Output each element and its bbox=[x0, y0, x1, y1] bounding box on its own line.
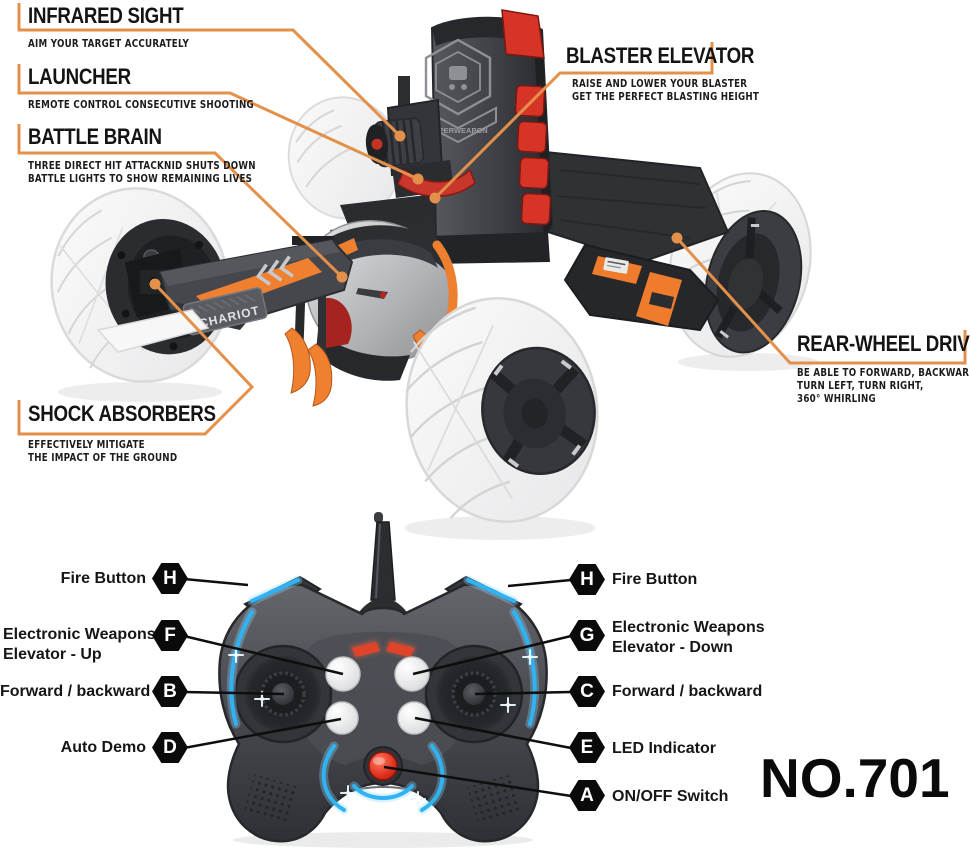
callout-infrared-sight: INFRARED SIGHT AIM YOUR TARGET ACCURATEL… bbox=[28, 3, 222, 51]
label-fire-button-left: Fire Button bbox=[0, 569, 146, 589]
rear-left-wheel bbox=[405, 297, 599, 523]
led-indicator-button bbox=[397, 701, 431, 735]
label-forward-backward-right: Forward / backward bbox=[612, 682, 832, 702]
label-text: ON/OFF Switch bbox=[612, 788, 729, 805]
label-forward-backward-left: Forward / backward bbox=[0, 682, 150, 702]
tower-decal-text: SUPERWEAPON bbox=[428, 126, 487, 135]
callout-blaster-elevator: BLASTER ELEVATOR RAISE AND LOWER YOUR BL… bbox=[566, 43, 797, 104]
label-text: LED Indicator bbox=[612, 740, 717, 757]
label-text: Elevator - Down bbox=[612, 639, 733, 656]
line-fire-right bbox=[507, 578, 572, 588]
callout-rear-wheel-drive: REAR-WHEEL DRIVE BE ABLE TO FORWARD, BAC… bbox=[797, 331, 970, 406]
feature-description: THREE DIRECT HIT ATTACKNID SHUTS DOWN bbox=[28, 160, 256, 172]
line-forward-left bbox=[183, 690, 285, 696]
feature-title: REAR-WHEEL DRIVE bbox=[797, 331, 970, 356]
rc-car-illustration: SUPERWEAPON bbox=[50, 9, 818, 540]
line-launcher bbox=[17, 64, 419, 181]
line-forward-right bbox=[474, 690, 572, 696]
line-weapons-down bbox=[412, 634, 572, 676]
label-led-indicator: LED Indicator bbox=[612, 739, 832, 759]
line-weapons-up bbox=[183, 634, 344, 676]
line-fire-left bbox=[183, 577, 249, 587]
battle-light-eye bbox=[380, 292, 386, 298]
feature-description: BATTLE LIGHTS TO SHOW REMAINING LIVES bbox=[28, 173, 253, 185]
tower-base bbox=[428, 232, 550, 264]
label-text: Elevator - Up bbox=[3, 646, 102, 663]
feature-description: 360° WHIRLING bbox=[797, 393, 876, 405]
line-battle-brain bbox=[17, 124, 344, 279]
rear-white-decal bbox=[603, 257, 629, 274]
feature-title: BLASTER ELEVATOR bbox=[566, 43, 755, 68]
label-text: Forward / backward bbox=[0, 683, 151, 700]
label-text: Fire Button bbox=[612, 571, 698, 588]
line-auto-demo bbox=[183, 717, 342, 750]
ground-shadows bbox=[58, 353, 818, 540]
label-text: Fire Button bbox=[60, 570, 146, 587]
right-joystick bbox=[424, 644, 524, 744]
feature-description: THE IMPACT OF THE GROUND bbox=[28, 452, 178, 464]
label-text: Auto Demo bbox=[60, 739, 146, 756]
power-button bbox=[363, 746, 403, 786]
label-fire-button-right: Fire Button bbox=[612, 570, 832, 590]
feature-description: RAISE AND LOWER YOUR BLASTER bbox=[572, 78, 748, 90]
label-onoff-switch: ON/OFF Switch bbox=[612, 787, 832, 807]
line-onoff-switch bbox=[383, 765, 572, 798]
front-blade bbox=[96, 309, 210, 353]
top-led bbox=[350, 640, 416, 658]
blaster-red-segments bbox=[501, 9, 552, 226]
feature-description: BE ABLE TO FORWARD, BACKWARD, bbox=[797, 367, 970, 379]
callout-shock-absorbers: SHOCK ABSORBERS EFFECTIVELY MITIGATE THE… bbox=[28, 401, 249, 465]
feature-title: SHOCK ABSORBERS bbox=[28, 401, 216, 426]
feature-callout-lines bbox=[17, 3, 967, 436]
launcher-part bbox=[397, 168, 476, 197]
label-weapons-elevator-up: Electronic Weapons Elevator - Up bbox=[0, 625, 156, 665]
label-text: Electronic Weapons bbox=[3, 626, 156, 643]
tower-emblem bbox=[419, 38, 497, 144]
label-text: Electronic Weapons bbox=[612, 619, 765, 636]
line-infrared-sight bbox=[17, 3, 402, 138]
feature-title: LAUNCHER bbox=[28, 64, 131, 89]
remote-controller-illustration bbox=[218, 512, 548, 848]
feature-description: TURN LEFT, TURN RIGHT, bbox=[797, 380, 924, 392]
feature-title: BATTLE BRAIN bbox=[28, 124, 162, 149]
label-text: Forward / backward bbox=[612, 683, 763, 700]
feature-description: AIM YOUR TARGET ACCURATELY bbox=[28, 38, 190, 50]
auto-demo-button bbox=[325, 701, 359, 735]
feature-description: REMOTE CONTROL CONSECUTIVE SHOOTING bbox=[28, 99, 254, 111]
callout-dots bbox=[149, 130, 683, 290]
feature-description: GET THE PERFECT BLASTING HEIGHT bbox=[572, 91, 760, 103]
callout-battle-brain: BATTLE BRAIN THREE DIRECT HIT ATTACKNID … bbox=[28, 124, 302, 186]
arm-chevrons bbox=[255, 255, 294, 286]
line-shock-absorbers bbox=[17, 282, 255, 436]
controller-callout-lines bbox=[183, 577, 572, 798]
weapons-down-button bbox=[394, 656, 430, 692]
label-auto-demo: Auto Demo bbox=[0, 738, 146, 758]
feature-title: INFRARED SIGHT bbox=[28, 3, 184, 28]
callout-launcher: LAUNCHER REMOTE CONTROL CONSECUTIVE SHOO… bbox=[28, 64, 300, 112]
line-rear-wheel-drive bbox=[675, 236, 967, 365]
line-blaster-elevator bbox=[433, 42, 714, 200]
model-number: NO.701 bbox=[760, 747, 950, 809]
feature-description: EFFECTIVELY MITIGATE bbox=[28, 439, 145, 451]
label-weapons-elevator-down: Electronic Weapons Elevator - Down bbox=[612, 618, 832, 658]
rear-deck bbox=[543, 150, 730, 332]
blue-glow-accents bbox=[226, 575, 540, 815]
car-head bbox=[292, 215, 458, 381]
line-led-indicator bbox=[414, 716, 572, 750]
